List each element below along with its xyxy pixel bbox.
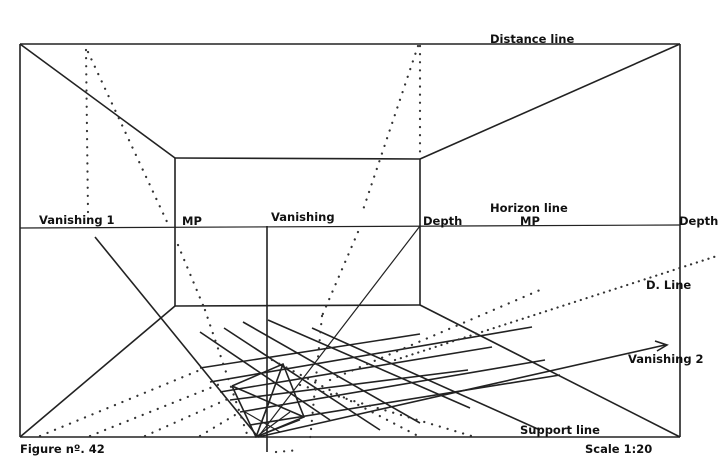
receding-line bbox=[242, 321, 421, 424]
dotted-line bbox=[328, 288, 542, 382]
floor-left-diagonal bbox=[19, 305, 176, 438]
construction-line bbox=[244, 411, 281, 433]
d-line-label: D. Line bbox=[646, 278, 692, 292]
dotted-line bbox=[88, 382, 222, 438]
vanishing-1-label: Vanishing 1 bbox=[39, 213, 115, 227]
mp-left-label: MP bbox=[182, 214, 202, 228]
grid-line bbox=[239, 359, 546, 413]
vanishing-center-label: Vanishing bbox=[271, 210, 335, 224]
support-line-label: Support line bbox=[520, 423, 600, 437]
depth-left-label: Depth bbox=[423, 214, 463, 228]
construction-line bbox=[255, 411, 291, 438]
dotted-line bbox=[143, 396, 232, 438]
vanishing-1-ray bbox=[94, 236, 259, 438]
dotted-line bbox=[274, 448, 302, 454]
back-wall-bottom bbox=[174, 304, 421, 307]
grid-line bbox=[229, 369, 469, 401]
dotted-line bbox=[320, 230, 360, 318]
scale-label: Scale 1:20 bbox=[585, 442, 653, 456]
receding-line bbox=[199, 331, 331, 421]
construction-line bbox=[255, 399, 271, 438]
grid-line bbox=[199, 333, 421, 369]
square-diagonal bbox=[231, 385, 305, 418]
depth-right-label: Depth bbox=[679, 214, 719, 228]
rotated-square bbox=[231, 362, 306, 439]
dotted-line bbox=[38, 368, 202, 438]
construction-line bbox=[255, 419, 301, 438]
distance-line-label: Distance line bbox=[490, 32, 575, 46]
ceiling-right-diagonal bbox=[419, 43, 681, 160]
dotted-line bbox=[361, 44, 420, 212]
dotted-line bbox=[308, 314, 324, 442]
ceiling-left-diagonal bbox=[19, 43, 176, 159]
vanishing-2-arrowhead bbox=[654, 340, 669, 352]
figure-caption: Figure nº. 42 bbox=[20, 442, 105, 456]
dotted-line bbox=[86, 50, 170, 226]
horizon-line-label: Horizon line bbox=[490, 201, 568, 215]
receding-line bbox=[311, 327, 541, 431]
depth-ray bbox=[257, 225, 421, 438]
mp-right-label: MP bbox=[520, 214, 540, 228]
d-line-dotted bbox=[393, 253, 720, 362]
dotted-line bbox=[84, 48, 90, 214]
receding-line bbox=[267, 319, 471, 409]
dotted-line bbox=[198, 410, 242, 438]
vanishing-2-ray bbox=[257, 344, 666, 438]
horizon-line bbox=[19, 224, 681, 229]
back-wall-top bbox=[174, 157, 421, 160]
grid-line bbox=[219, 346, 493, 393]
vanishing-2-label: Vanishing 2 bbox=[628, 352, 704, 366]
dotted-line bbox=[176, 243, 207, 312]
grid-line bbox=[209, 326, 533, 383]
